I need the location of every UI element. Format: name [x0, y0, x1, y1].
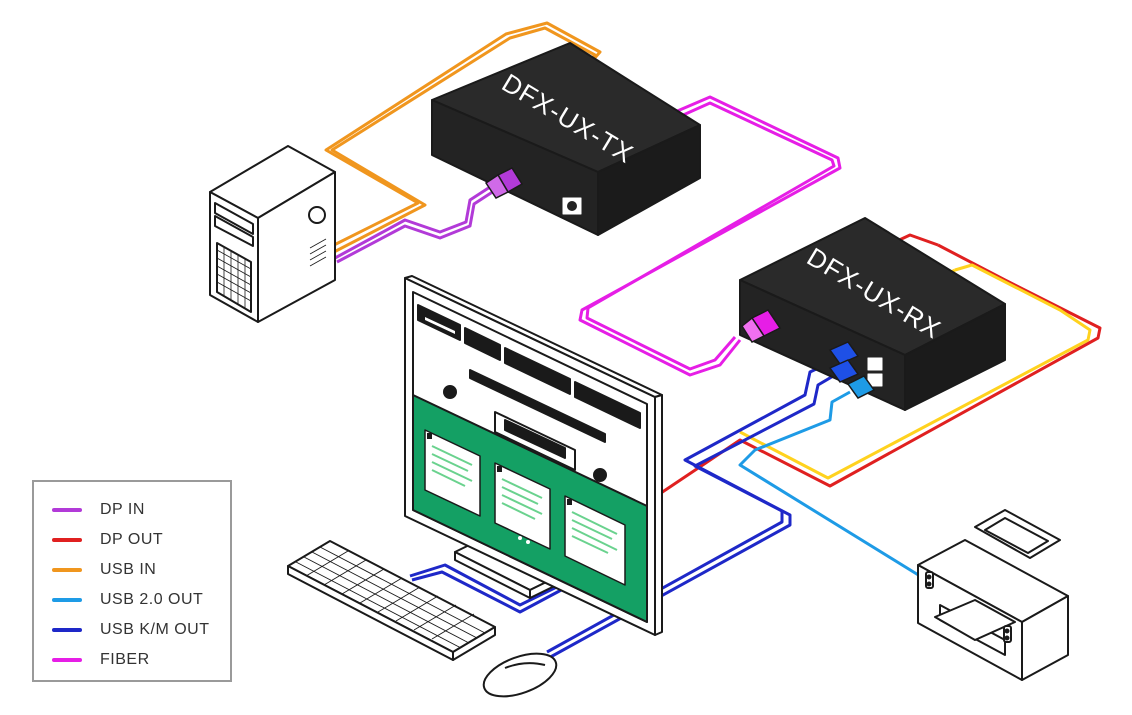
legend-item-dp-out: DP OUT: [52, 530, 163, 550]
legend-label: FIBER: [100, 651, 150, 668]
legend-item-usb-km-out: USB K/M OUT: [52, 620, 210, 640]
tx-dp-connector: [484, 167, 524, 199]
legend-swatch: [52, 628, 82, 632]
legend-label: USB IN: [100, 561, 157, 578]
cable-dp-in: [334, 185, 495, 264]
cable-fiber: [578, 95, 842, 377]
cable-usb-2-out: [738, 390, 921, 578]
rx-dp-connector: [741, 309, 782, 343]
cable-usb-in: [324, 21, 602, 255]
computer-tower-icon: [209, 145, 336, 323]
receiver-device: [739, 217, 1006, 411]
legend-label: USB 2.0 OUT: [100, 591, 204, 608]
legend-label: DP IN: [100, 501, 145, 518]
rx-usb-km-connectors: [828, 341, 860, 383]
legend-item-usb-2-out: USB 2.0 OUT: [52, 590, 203, 610]
legend-swatch: [52, 658, 82, 662]
legend-item-usb-in: USB IN: [52, 560, 156, 580]
legend-swatch: [52, 568, 82, 572]
keyboard-icon: [287, 540, 496, 661]
printer-icon: [917, 509, 1069, 681]
cable-legend: DP IN DP OUT USB IN USB 2.0 OUT USB K/M …: [32, 480, 232, 682]
legend-label: DP OUT: [100, 531, 164, 548]
monitor-icon: [404, 275, 663, 636]
legend-item-fiber: FIBER: [52, 650, 150, 670]
legend-swatch: [52, 538, 82, 542]
mouse-icon: [482, 652, 558, 698]
legend-item-dp-in: DP IN: [52, 500, 145, 520]
legend-swatch: [52, 508, 82, 512]
transmitter-device: [431, 42, 701, 236]
rx-usb-2-connector: [846, 375, 876, 399]
legend-swatch: [52, 598, 82, 602]
legend-label: USB K/M OUT: [100, 621, 210, 638]
